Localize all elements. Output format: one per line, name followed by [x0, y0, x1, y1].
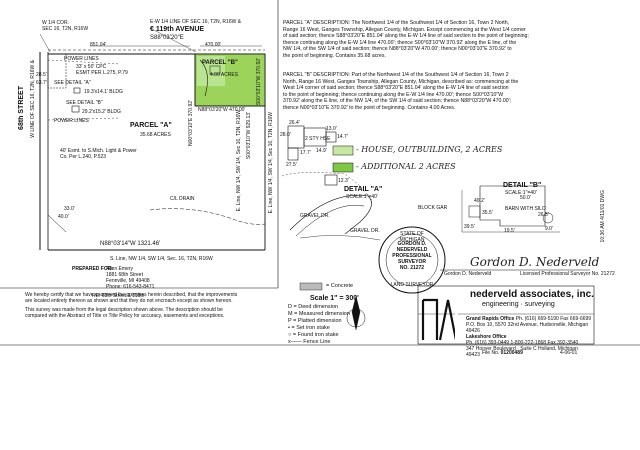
legend-concrete: = Concrete — [326, 283, 354, 289]
detail-b-dim-1: 50.0' — [520, 195, 531, 201]
bearing-right: S00°03'10"W 370.92' — [256, 58, 262, 106]
dim-637: 63.7' — [36, 80, 47, 86]
legend-item-measured: M = Measured dimension — [288, 311, 350, 317]
company-tagline: engineering · surveying — [482, 301, 555, 308]
east-line-2: S00°03'10"W 929.13' — [246, 112, 252, 160]
seal-ring-top: STATE OF MICHIGAN — [399, 231, 425, 243]
legend-item-found-stake: ○ = Found iron stake — [288, 332, 339, 338]
power-lines-1: POWER LINES — [64, 56, 99, 62]
south-bearing: N88°03'14"W 1321.46' — [100, 241, 161, 247]
east-line-3: E. Line, NW 1/4, SW 1/4, Sec 16, T2N, R1… — [268, 112, 274, 214]
south-line-label: S. Line, NW 1/4, SW 1/4, Sec. 16, T2N, R… — [110, 256, 213, 262]
detail-a-dim-2: 13.0' — [326, 126, 337, 132]
dim-40: 40.0' — [58, 214, 69, 220]
detail-a-dim-3: 14.7' — [337, 134, 348, 140]
margin-stamp: 10:36 AM 4/11/01 DWG — [600, 190, 606, 243]
annotation-additional: - ADDITIONAL 2 ACRES — [356, 162, 456, 171]
parcel-b-label: PARCEL "B" — [202, 60, 238, 66]
legend-items: D = Deed dimension M = Measured dimensio… — [288, 304, 350, 346]
power-lines-2: POWER LINES — [54, 118, 89, 124]
parcel-a-area: 35.68 ACRES — [140, 132, 171, 138]
detail-b-barn: BARN WITH SILO — [505, 206, 546, 212]
ew-line-label: E-W 1/4 LINE OF SEC 16, T2N, R16W & — [150, 19, 242, 25]
easement-power: 40' Esmt. to S.Mich. Light & Power Co. P… — [60, 148, 137, 160]
legend-item-deed: D = Deed dimension — [288, 304, 338, 310]
corner-nw-label: W 1/4 COR. SEC 16, T2N, R16W — [42, 20, 89, 32]
seal-center: GORDON D. NEDERVELD PROFESSIONAL SURVEYO… — [392, 241, 432, 271]
detail-a-dim-1: 28.0' — [280, 132, 291, 138]
bldg-2-label: 29.2'x15.2' BLDG — [82, 109, 121, 115]
detail-a-dim-7: 12.3' — [338, 178, 349, 184]
west-line-label: W LINE OF SEC 16, T2N, R16W & — [30, 60, 36, 138]
see-detail-a-label: SEE DETAIL "A" — [54, 80, 91, 86]
detail-a-gravel-1: GRAVEL DR. — [300, 213, 330, 219]
street-west-label: 68th STREET — [18, 86, 25, 130]
detail-a-title: DETAIL "A" — [344, 186, 383, 193]
bldg-1-label: 19.3'x14.1' BLDG — [84, 89, 123, 95]
certification-text: We hereby certify that we have examined … — [25, 292, 238, 319]
inner-bearing: N88°03'20"W 470.00' — [198, 107, 246, 113]
parcel-a-description: PARCEL "A" DESCRIPTION: The Northwest 1/… — [283, 20, 529, 59]
detail-b-scale: SCALE:1"=40' — [505, 190, 537, 196]
legend-item-fence: x—— Fence Line — [288, 339, 331, 345]
parcel-b-area: 4.00 ACRES — [210, 72, 239, 78]
legend-item-platted: P = Platted dimension — [288, 318, 342, 324]
north-dist-1: 851.04' — [90, 42, 107, 48]
dim-285: 28.5' — [36, 72, 47, 78]
detail-a-dim-6: 27.5' — [286, 162, 297, 168]
detail-b-dim-0: 40.2' — [474, 198, 485, 204]
detail-a-story: 2 STY HSE — [305, 136, 331, 142]
see-detail-b-label: SEE DETAIL "B" — [66, 100, 103, 106]
north-dist-2: 470.00' — [205, 42, 222, 48]
annotation-house: - HOUSE, OUTBUILDING, 2 ACRES — [356, 145, 503, 154]
detail-a-dim-0: 26.4' — [289, 120, 300, 126]
file-date: 4-06-01 — [560, 350, 578, 356]
detail-b-dim-4: 39.5' — [464, 224, 475, 230]
detail-a-block-gar: BLOCK GAR — [418, 205, 448, 211]
bearing-370: N00°03'10"E 370.92' — [188, 100, 194, 146]
signature-hand: Gordon D. Nederveld — [470, 255, 600, 269]
easement-cpc: 33' x 50' CPC ESMT PER L.275, P.79 — [76, 64, 128, 76]
detail-a-dim-4: 17.7' — [300, 150, 311, 156]
detail-b-dim-2: 35.5' — [482, 210, 493, 216]
detail-b-title: DETAIL "B" — [503, 182, 542, 189]
detail-a-gravel-2: GRAVEL DR. — [350, 228, 380, 234]
centerline-mark: € 119th AVENUE — [150, 26, 205, 33]
file-number: File No. 01200489 — [482, 350, 523, 356]
north-bearing: S88°03'20"E — [150, 35, 184, 41]
detail-a-scale: SCALE:1"=40' — [346, 194, 378, 200]
detail-a-dim-5: 14.9' — [316, 148, 327, 154]
company-name: nederveld associates, inc. — [470, 289, 594, 300]
detail-b-dim-5: 19.5' — [504, 228, 515, 234]
detail-b-dim-6: 9.0' — [545, 226, 553, 232]
signature-title: Licensed Professional Surveyor No. 21272 — [520, 271, 615, 277]
street-north-label: € 119th AVENUE — [150, 26, 204, 34]
east-line-1: E. Line, NW 1/4, SW 1/4, Sec 16, T2N, R1… — [236, 110, 242, 212]
legend-scale: Scale 1" = 300' — [310, 295, 359, 302]
cl-drain: C/L DRAIN — [170, 196, 195, 202]
parcel-a-label: PARCEL "A" — [130, 122, 172, 129]
legend-item-set-stake: • = Set iron stake — [288, 325, 330, 331]
parcel-b-description: PARCEL "B" DESCRIPTION: Part of the Nort… — [283, 72, 519, 111]
seal-ring-bottom: LAND SURVEYOR — [390, 282, 434, 288]
company-offices: Grand Rapids Office Ph. (616) 669-5190 F… — [466, 316, 592, 358]
detail-b-dim-3: 26.5' — [538, 212, 549, 218]
prepared-for: PREPARED FOR: Allen Emery 1881 68th Stre… — [72, 266, 155, 299]
signature-name: Gordon D. Nederveld — [444, 271, 492, 277]
dim-33: 33.0' — [64, 206, 75, 212]
